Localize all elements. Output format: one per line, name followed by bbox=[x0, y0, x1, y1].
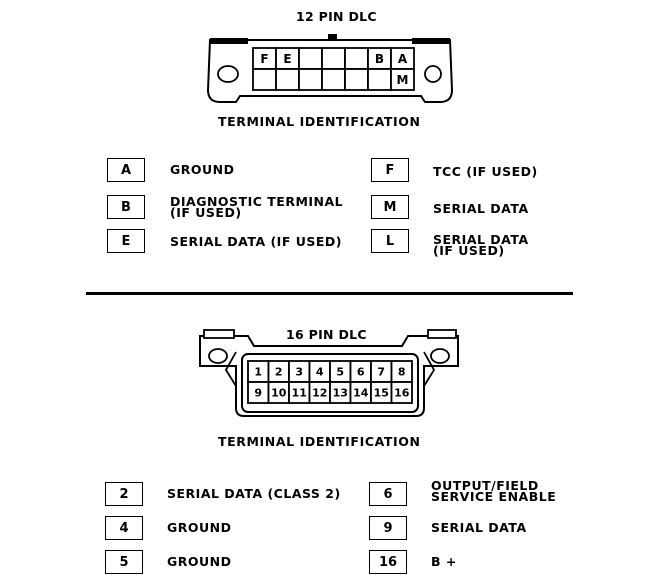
dlc12-caption: TERMINAL IDENTIFICATION bbox=[218, 114, 421, 129]
dlc16-legend-desc-9: SERIAL DATA bbox=[431, 520, 527, 535]
dlc16-legend-box-9: 9 bbox=[369, 516, 407, 540]
dlc16-pin-label: 4 bbox=[316, 365, 324, 378]
dlc16-pin-label: 13 bbox=[333, 386, 348, 399]
dlc16-pin-label: 7 bbox=[377, 365, 385, 378]
dlc16-legend-box-16: 16 bbox=[369, 550, 407, 574]
dlc12-pin-cell bbox=[344, 68, 369, 91]
dlc16-pin-label: 5 bbox=[336, 365, 344, 378]
dlc16-pin-label: 15 bbox=[374, 386, 389, 399]
dlc16-legend-desc-6: OUTPUT/FIELD SERVICE ENABLE bbox=[431, 478, 557, 504]
dlc16-pin-label: 11 bbox=[292, 386, 307, 399]
dlc12-pin-label: A bbox=[398, 52, 408, 66]
dlc12-pin-cell bbox=[367, 68, 392, 91]
dlc12-legend-box-b: B bbox=[107, 195, 145, 219]
dlc12-pin-cell bbox=[390, 68, 415, 91]
dlc12-pin-cell bbox=[275, 68, 300, 91]
dlc16-pin-cell bbox=[390, 381, 413, 404]
dlc16-pin-label: 12 bbox=[312, 386, 327, 399]
dlc12-pin-cell bbox=[321, 47, 346, 70]
dlc12-legend-box-a: A bbox=[107, 158, 145, 182]
dlc12-legend-box-e: E bbox=[107, 229, 145, 253]
dlc12-pin-cell bbox=[298, 68, 323, 91]
dlc12-legend-desc-a: GROUND bbox=[170, 162, 235, 177]
dlc16-legend-desc-2: SERIAL DATA (CLASS 2) bbox=[167, 486, 341, 501]
section-divider bbox=[86, 292, 573, 295]
dlc16-legend-box-6: 6 bbox=[369, 482, 407, 506]
dlc16-pin-label: 3 bbox=[295, 365, 303, 378]
dlc12-pin-label: F bbox=[260, 52, 268, 66]
dlc12-legend-desc-e: SERIAL DATA (IF USED) bbox=[170, 234, 343, 249]
dlc16-pin-label: 6 bbox=[357, 365, 365, 378]
dlc16-pin-label: 2 bbox=[275, 365, 283, 378]
dlc16-pin-label: 9 bbox=[254, 386, 262, 399]
dlc16-pin-label: 14 bbox=[353, 386, 369, 399]
dlc12-legend-desc-m: SERIAL DATA bbox=[433, 201, 529, 216]
dlc16-legend-desc-4: GROUND bbox=[167, 520, 232, 535]
dlc12-pin-label: E bbox=[283, 52, 291, 66]
dlc16-pin-label: 16 bbox=[394, 386, 410, 399]
dlc12-legend-desc-f: TCC (IF USED) bbox=[433, 164, 538, 179]
dlc12-pin-cell bbox=[298, 47, 323, 70]
dlc16-legend-box-5: 5 bbox=[105, 550, 143, 574]
dlc12-pin-cell bbox=[252, 68, 277, 91]
dlc12-title: 12 PIN DLC bbox=[296, 9, 377, 24]
dlc16-pin-label: 1 bbox=[254, 365, 262, 378]
dlc12-legend-box-m: M bbox=[371, 195, 409, 219]
dlc16-legend-desc-5: GROUND bbox=[167, 554, 232, 569]
dlc12-pin-cell bbox=[321, 68, 346, 91]
dlc12-legend-box-l: L bbox=[371, 229, 409, 253]
dlc16-title: 16 PIN DLC bbox=[286, 327, 367, 342]
dlc12-legend-desc-l: SERIAL DATA (IF USED) bbox=[433, 232, 529, 258]
dlc12-pin-label: M bbox=[397, 73, 409, 87]
dlc16-legend-desc-16: B + bbox=[431, 554, 457, 569]
dlc16-legend-box-4: 4 bbox=[105, 516, 143, 540]
dlc12-pin-cell bbox=[344, 47, 369, 70]
dlc12-pin-label: B bbox=[375, 52, 384, 66]
dlc16-pin-label: 8 bbox=[398, 365, 406, 378]
dlc16-legend-box-2: 2 bbox=[105, 482, 143, 506]
dlc12-legend-box-f: F bbox=[371, 158, 409, 182]
dlc16-pin-label: 10 bbox=[271, 386, 287, 399]
dlc16-caption: TERMINAL IDENTIFICATION bbox=[218, 434, 421, 449]
dlc12-legend-desc-b: DIAGNOSTIC TERMINAL (IF USED) bbox=[170, 194, 344, 220]
